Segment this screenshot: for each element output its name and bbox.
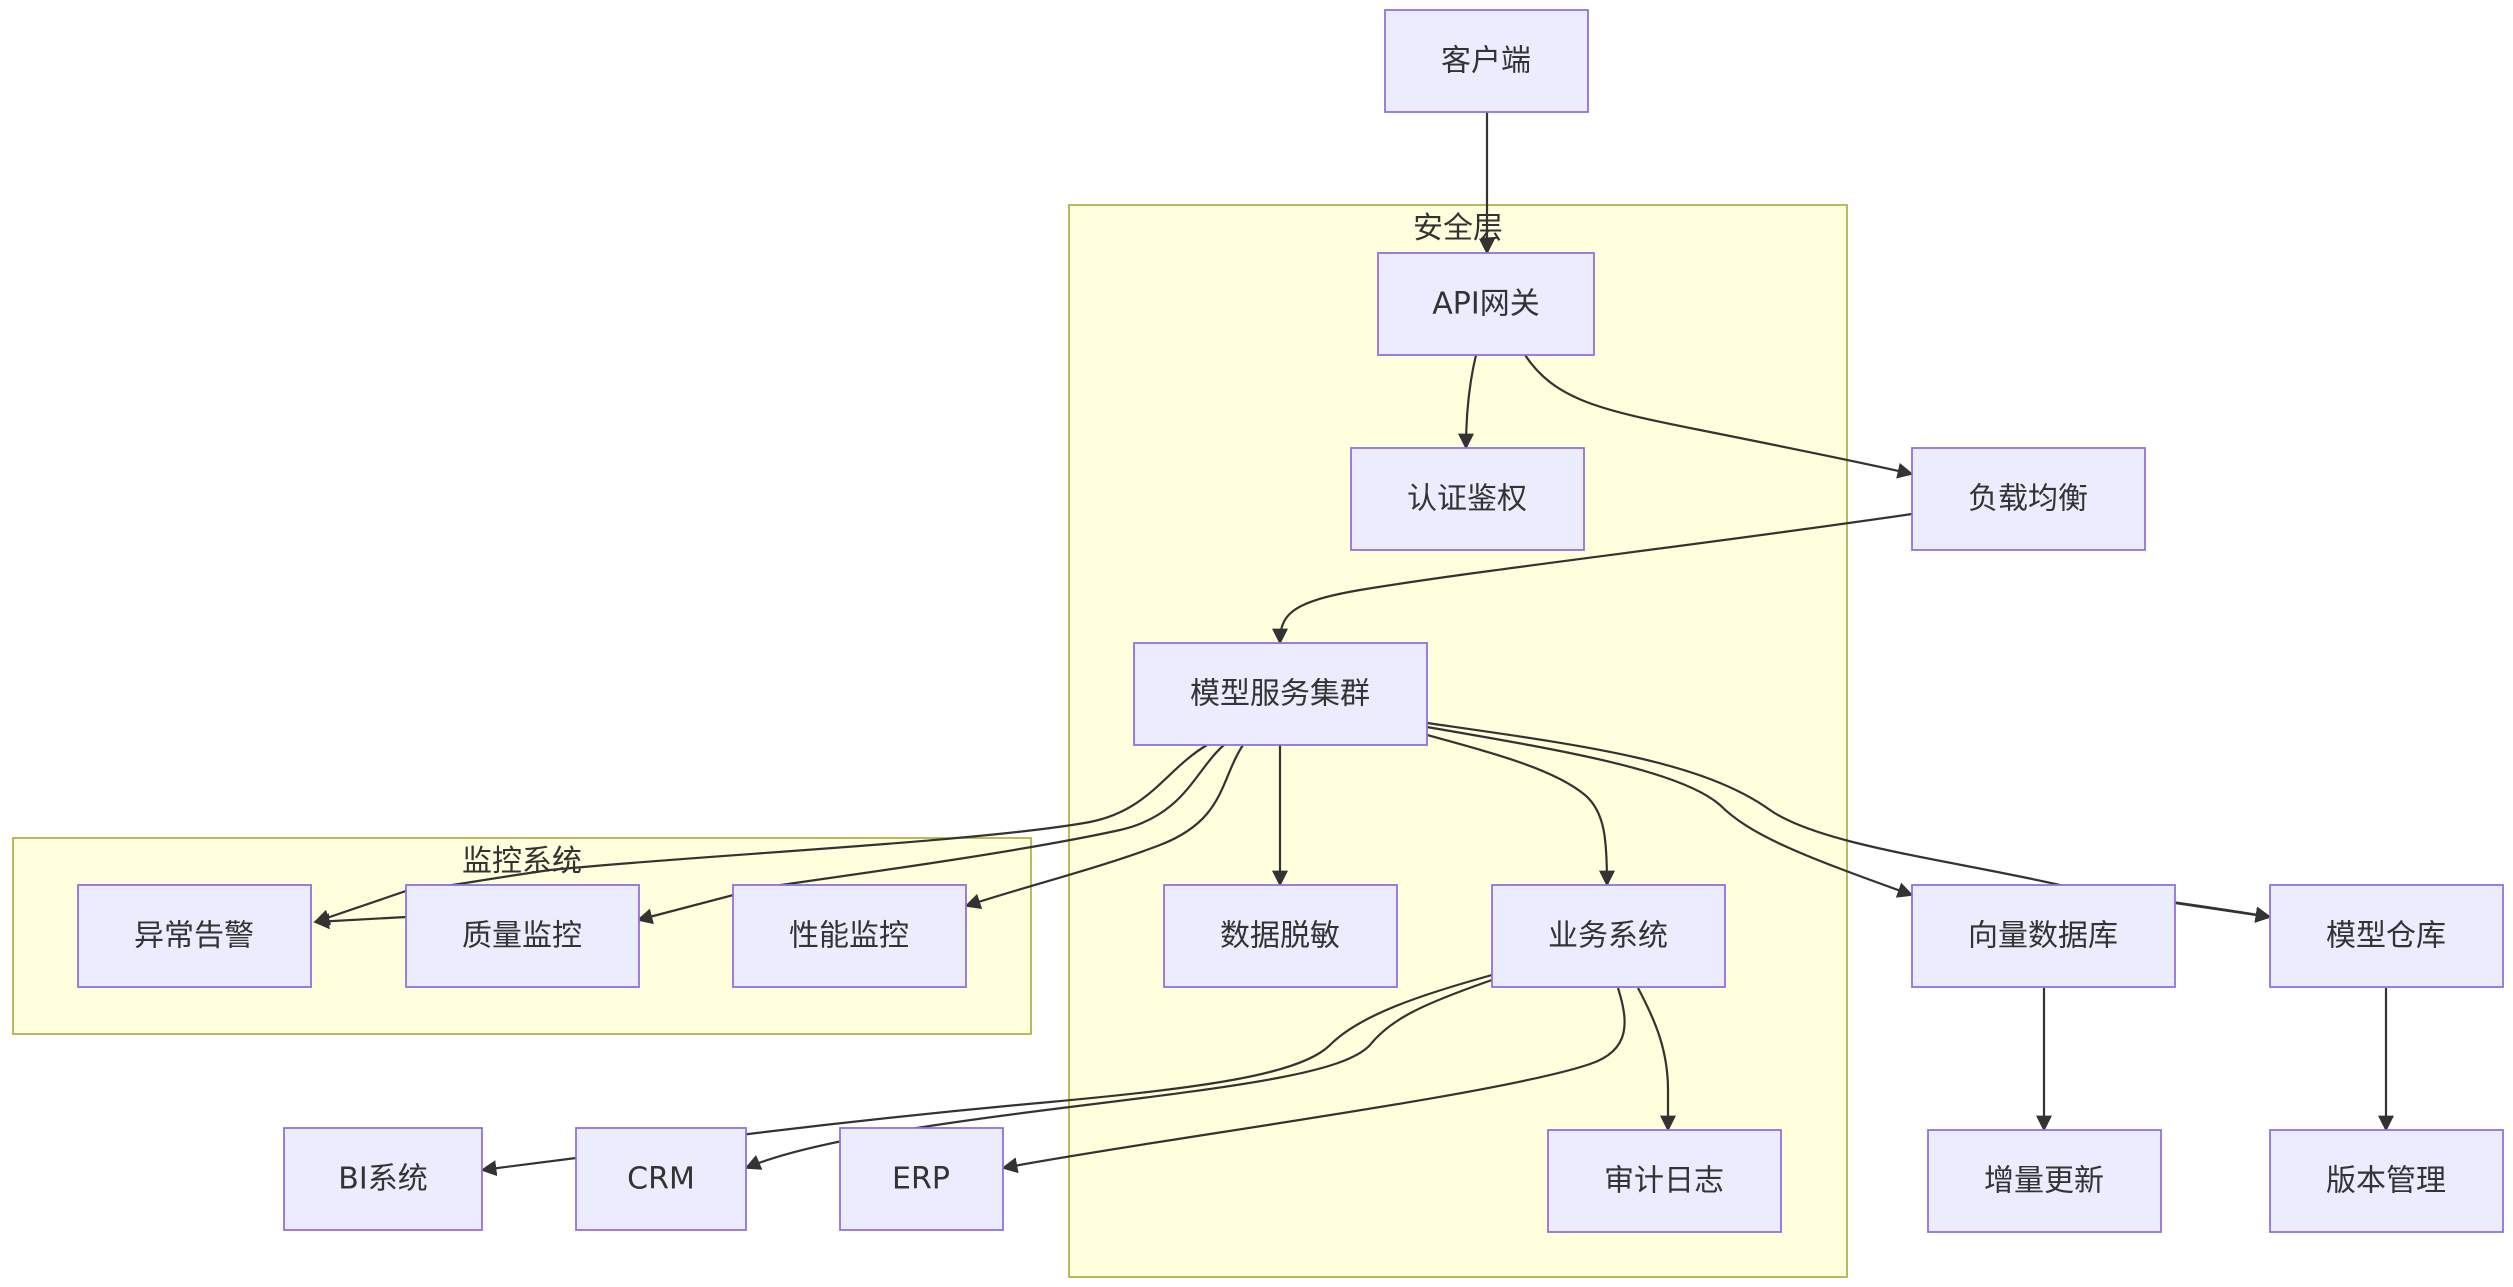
node-quality-monitor-label: 质量监控 [462,919,582,954]
node-data-masking-label: 数据脱敏 [1220,919,1340,954]
edge-quality-monitor-to-alert [313,913,407,930]
node-api-gateway-label: API网关 [1432,287,1539,322]
node-alert-label: 异常告警 [134,919,254,954]
node-perf-monitor-label: 性能监控 [789,919,909,954]
edge-load-balancer-to-model-cluster [1272,512,1913,645]
edge-business-system-to-audit-log [1637,987,1676,1132]
node-version-mgmt-label: 版本管理 [2326,1164,2446,1199]
edge-vector-db-to-model-repo [2174,901,2272,923]
cluster-security-label: 安全层 [1413,211,1503,246]
edge-model-cluster-to-business-system [1426,733,1615,887]
node-business-system-label: 业务系统 [1548,919,1668,954]
node-load-balancer-label: 负载均衡 [1968,482,2088,517]
node-vector-db-label: 向量数据库 [1968,919,2118,954]
node-api-gateway[interactable]: API网关 [1377,252,1595,356]
node-model-cluster[interactable]: 模型服务集群 [1133,642,1428,746]
node-client[interactable]: 客户端 [1384,9,1589,113]
edge-model-cluster-to-alert [313,744,1208,925]
node-business-system[interactable]: 业务系统 [1491,884,1726,988]
edge-model-cluster-to-vector-db [1426,725,1914,898]
edge-api-gateway-to-auth [1458,354,1478,450]
edge-business-system-to-erp [1001,987,1626,1174]
node-audit-log-label: 审计日志 [1604,1164,1724,1199]
edge-api-gateway-to-load-balancer [1524,354,1914,479]
node-audit-log[interactable]: 审计日志 [1547,1129,1782,1233]
edge-model-cluster-to-quality-monitor [636,744,1225,925]
node-bi-system-label: BI系统 [338,1162,427,1197]
node-data-masking[interactable]: 数据脱敏 [1163,884,1398,988]
node-bi-system[interactable]: BI系统 [283,1127,483,1231]
node-model-repo[interactable]: 模型仓库 [2269,884,2504,988]
node-incremental-update[interactable]: 增量更新 [1927,1129,2162,1233]
node-incremental-update-label: 增量更新 [1984,1164,2104,1199]
node-crm[interactable]: CRM [575,1127,747,1231]
node-auth[interactable]: 认证鉴权 [1350,447,1585,551]
node-vector-db[interactable]: 向量数据库 [1911,884,2176,988]
edge-model-cluster-to-perf-monitor [964,744,1244,910]
node-model-cluster-label: 模型服务集群 [1190,677,1370,712]
node-model-repo-label: 模型仓库 [2326,919,2446,954]
node-auth-label: 认证鉴权 [1407,482,1527,517]
node-perf-monitor[interactable]: 性能监控 [732,884,967,988]
node-erp[interactable]: ERP [839,1127,1004,1231]
node-client-label: 客户端 [1441,44,1531,79]
node-erp-label: ERP [892,1162,950,1197]
node-alert[interactable]: 异常告警 [77,884,312,988]
node-version-mgmt[interactable]: 版本管理 [2269,1129,2504,1233]
node-quality-monitor[interactable]: 质量监控 [405,884,640,988]
node-load-balancer[interactable]: 负载均衡 [1911,447,2146,551]
node-crm-label: CRM [627,1162,695,1197]
